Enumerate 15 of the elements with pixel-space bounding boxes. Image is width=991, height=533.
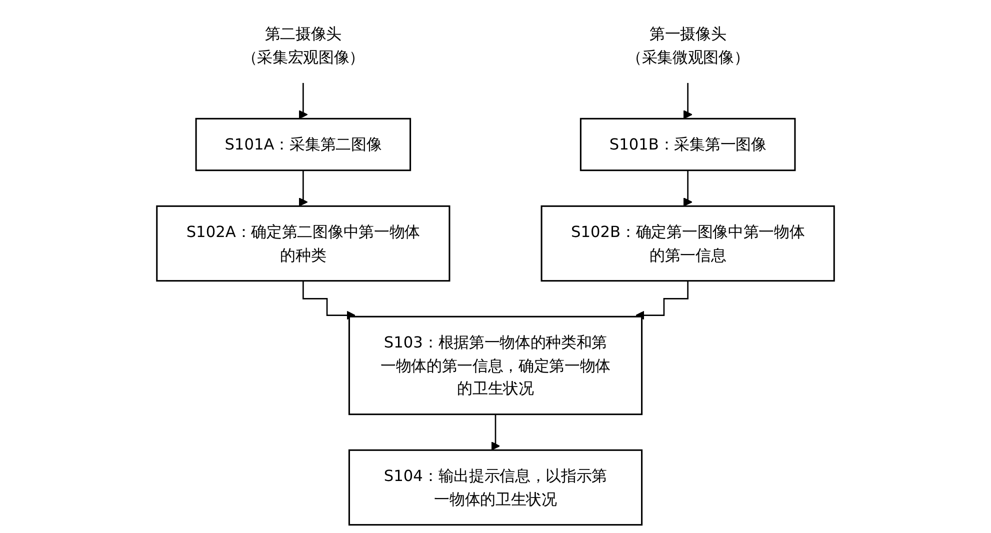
arrow [302,280,356,320]
arrow [298,82,308,120]
node-box: S102B：确定第一图像中第一物体的第一信息 [540,205,835,282]
arrow [298,170,308,207]
node-box: S101A：采集第二图像 [195,118,412,172]
node-box: S101B：采集第一图像 [580,118,796,172]
node-text: 第一摄像头 （采集微观图像） [626,24,750,66]
node-text: 第二摄像头 （采集宏观图像） [242,24,365,66]
arrow [683,82,692,120]
node-box: S102A：确定第二图像中第一物体的种类 [156,205,450,282]
arrow [636,280,688,320]
node-box: S104：输出提示信息，以指示第一物体的卫生状况 [348,449,643,526]
arrow [491,414,500,451]
arrow [683,170,692,207]
node-box: S103：根据第一物体的种类和第一物体的第一信息，确定第一物体的卫生状况 [348,316,643,416]
